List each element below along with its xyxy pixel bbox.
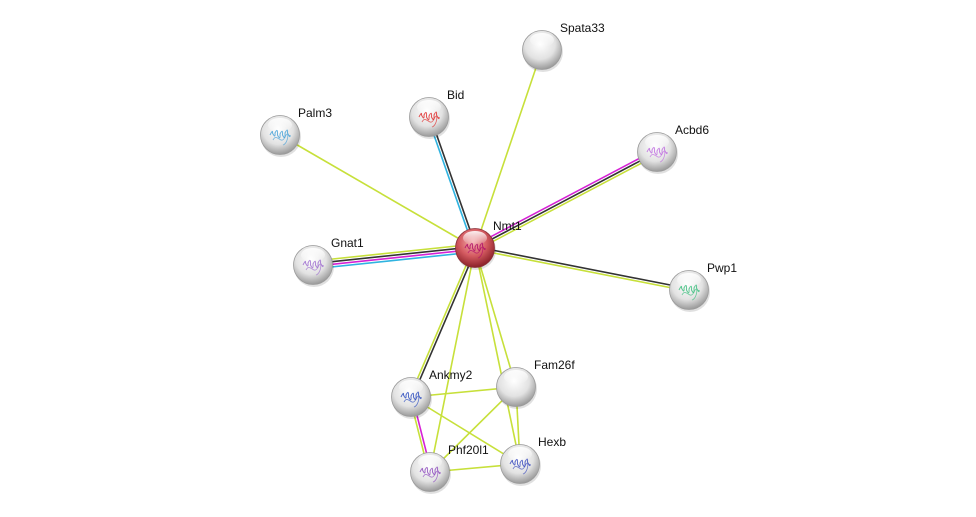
node-bid[interactable]: Bid: [409, 88, 465, 139]
node-label: Bid: [447, 88, 464, 102]
edge-nmt1-ankmy2[interactable]: [409, 247, 477, 398]
edge-line-databases: [313, 251, 476, 270]
node-highlight: [399, 380, 423, 394]
node-highlight: [463, 231, 487, 245]
node-label: Phf20l1: [448, 443, 489, 457]
node-highlight: [417, 100, 441, 114]
node-label: Ankmy2: [429, 368, 473, 382]
node-palm3[interactable]: Palm3: [260, 106, 333, 157]
edge-line-textmining: [474, 247, 517, 388]
protein-structure-icon: [400, 391, 422, 408]
edge-line-experiments: [313, 248, 476, 268]
node-nmt1[interactable]: Nmt1: [455, 219, 522, 270]
protein-structure-icon: [509, 458, 531, 475]
protein-structure-icon: [678, 284, 700, 301]
node-highlight: [508, 447, 532, 461]
node-highlight: [677, 273, 701, 287]
node-highlight: [418, 455, 442, 469]
node-spata33[interactable]: Spata33: [522, 21, 606, 72]
node-highlight: [301, 248, 325, 262]
node-label: Acbd6: [675, 123, 709, 137]
edge-nmt1-spata33[interactable]: [474, 49, 543, 249]
node-label: Nmt1: [493, 219, 522, 233]
edge-line-coexpression: [474, 151, 658, 249]
node-highlight: [504, 370, 528, 384]
protein-structure-icon: [464, 242, 486, 259]
edge-line-coexpression: [411, 248, 477, 398]
node-highlight: [268, 118, 292, 132]
edge-nmt1-pwp1[interactable]: [474, 245, 690, 293]
edge-line-coexpression: [312, 245, 475, 265]
edge-line-textmining: [475, 153, 659, 252]
edge-line-experiments: [473, 148, 657, 247]
edge-line-coexpression: [475, 245, 690, 290]
edge-line-textmining: [410, 396, 521, 465]
edge-nmt1-acbd6[interactable]: [473, 148, 659, 252]
node-acbd6[interactable]: Acbd6: [637, 123, 710, 174]
edge-ankmy2-hexb[interactable]: [410, 396, 521, 465]
node-label: Gnat1: [331, 236, 364, 250]
node-label: Hexb: [538, 435, 566, 449]
node-hexb[interactable]: Hexb: [500, 435, 567, 486]
edge-line-textmining: [312, 243, 475, 262]
edge-nmt1-gnat1[interactable]: [312, 243, 476, 270]
edge-line-textmining: [279, 134, 476, 249]
edge-fam26f-phf20l1[interactable]: [429, 386, 517, 473]
node-label: Fam26f: [534, 358, 575, 372]
protein-structure-icon: [269, 129, 291, 146]
node-label: Spata33: [560, 21, 605, 35]
edge-nmt1-bid[interactable]: [427, 116, 477, 249]
protein-structure-icon: [419, 466, 441, 483]
edge-line-coexpression: [429, 116, 477, 248]
node-label: Pwp1: [707, 261, 737, 275]
protein-structure-icon: [418, 111, 440, 128]
edge-line-databases: [427, 117, 475, 249]
edge-line-textmining: [474, 247, 521, 465]
protein-structure-icon: [302, 259, 324, 276]
edge-nmt1-fam26f[interactable]: [474, 247, 517, 388]
edge-line-textmining: [429, 386, 517, 473]
edge-nmt1-hexb[interactable]: [474, 247, 521, 465]
node-fam26f[interactable]: Fam26f: [496, 358, 576, 409]
node-highlight: [530, 33, 554, 47]
node-ankmy2[interactable]: Ankmy2: [391, 368, 473, 419]
edge-nmt1-phf20l1[interactable]: [429, 247, 476, 473]
node-pwp1[interactable]: Pwp1: [669, 261, 738, 312]
edge-line-textmining: [474, 49, 543, 249]
node-gnat1[interactable]: Gnat1: [293, 236, 365, 287]
edge-line-textmining: [429, 247, 476, 473]
node-highlight: [645, 135, 669, 149]
node-label: Palm3: [298, 106, 332, 120]
edge-nmt1-palm3[interactable]: [279, 134, 476, 249]
node-phf20l1[interactable]: Phf20l1: [410, 443, 490, 494]
edge-line-textmining: [474, 248, 689, 293]
edge-line-textmining: [409, 247, 475, 397]
protein-structure-icon: [646, 146, 668, 163]
